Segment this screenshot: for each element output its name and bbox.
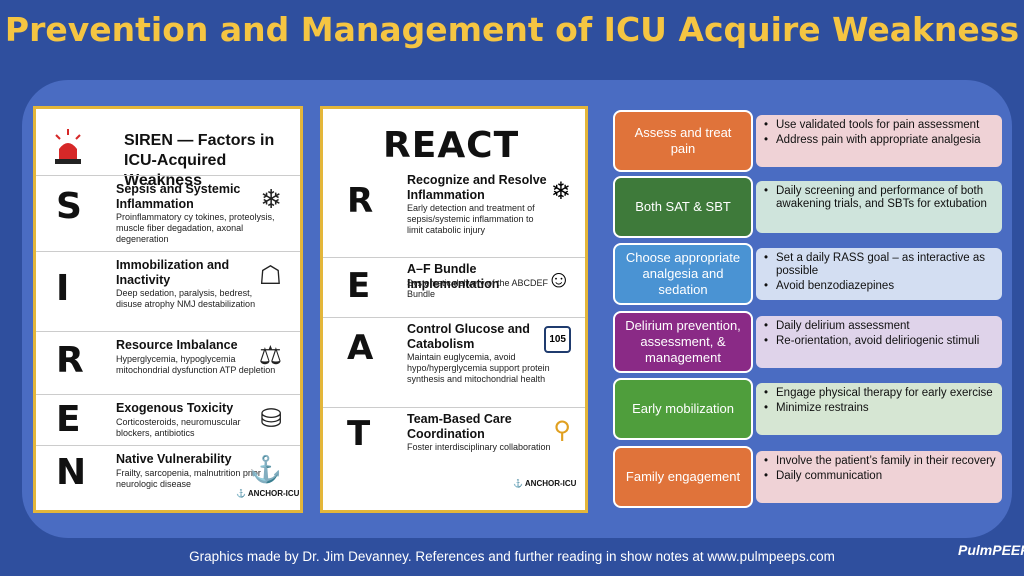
siren-item-title: Immobilization and Inactivity <box>116 258 230 287</box>
siren-letter: N <box>56 452 87 493</box>
siren-item-icon: ⚓ <box>249 454 282 484</box>
alarm-icon <box>55 129 81 164</box>
siren-item-desc: Corticosteroids, neuromuscular blockers,… <box>116 417 241 438</box>
siren-item-desc: Frailty, sarcopenia, malnutrition prior … <box>116 468 261 489</box>
react-letter: T <box>347 414 371 454</box>
management-step: Family engagement <box>613 446 753 508</box>
siren-item-icon: ☖ <box>258 260 282 290</box>
bullet-item: Daily screening and performance of both … <box>762 185 996 211</box>
management-bullets: Daily screening and performance of both … <box>756 181 1002 233</box>
react-item-icon: ❄ <box>550 178 571 205</box>
siren-item-title: Resource Imbalance <box>116 338 238 352</box>
siren-item-desc: Deep sedation, paralysis, bedrest, disus… <box>116 288 256 309</box>
siren-item-title: Native Vulnerability <box>116 452 232 466</box>
siren-item-desc: Proinflammatory cy tokines, proteolysis,… <box>116 212 275 244</box>
management-bullets: Involve the patient’s family in their re… <box>756 451 1002 503</box>
management-bullets: Daily delirium assessmentRe-orientation,… <box>756 316 1002 368</box>
react-item-icon: ☺ <box>546 266 571 293</box>
page-title: Prevention and Management of ICU Acquire… <box>4 10 1020 49</box>
bullet-item: Daily communication <box>762 470 996 483</box>
siren-item-icon: ⛁ <box>260 403 282 433</box>
bullet-item: Daily delirium assessment <box>762 320 996 333</box>
management-bullets: Use validated tools for pain assessmentA… <box>756 115 1002 167</box>
bullet-item: Re-orientation, avoid deliriogenic stimu… <box>762 335 996 348</box>
siren-title: SIREN — Factors in ICU-Acquired Weakness <box>124 132 275 189</box>
react-letter: R <box>347 181 374 221</box>
react-item-desc: Early detection and treatment of sepsis/… <box>407 203 535 235</box>
anchor-logo: ⚓ ANCHOR-ICU <box>513 479 577 488</box>
bullet-item: Involve the patient’s family in their re… <box>762 455 996 468</box>
react-item-title: Recognize and Resolve Inflammation <box>407 173 547 202</box>
bullet-item: Set a daily RASS goal – as interactive a… <box>762 252 996 278</box>
management-step: Early mobilization <box>613 378 753 440</box>
management-step: Choose appropriate analgesia and sedatio… <box>613 243 753 305</box>
siren-card: SIREN — Factors in ICU-Acquired Weakness… <box>33 106 303 513</box>
siren-item-title: Exogenous Toxicity <box>116 401 234 415</box>
react-item-desc: Foster interdisciplinary collaboration <box>407 442 551 452</box>
siren-item-icon: ❄ <box>260 184 282 214</box>
react-item-title: Team-Based Care Coordination <box>407 412 512 441</box>
react-card: REACT R Recognize and Resolve Inflammatio… <box>320 106 588 513</box>
react-item-title: A–F Bundle Implementation <box>407 262 500 291</box>
siren-letter: E <box>56 399 81 440</box>
management-step: Delirium prevention, assessment, & manag… <box>613 311 753 373</box>
bullet-item: Minimize restrains <box>762 402 996 415</box>
react-title: REACT <box>383 125 520 166</box>
siren-item-title: Sepsis and Systemic Inflammation <box>116 182 241 211</box>
siren-letter: R <box>56 340 84 381</box>
siren-item-desc: Hyperglycemia, hypoglycemia mitochondria… <box>116 354 276 375</box>
pulmpeeps-logo: PulmPEEPs <box>958 542 1024 558</box>
react-letter: A <box>347 328 374 368</box>
footer-credit: Graphics made by Dr. Jim Devanney. Refer… <box>189 549 835 564</box>
bullet-item: Address pain with appropriate analgesia <box>762 134 996 147</box>
bullet-item: Engage physical therapy for early exerci… <box>762 387 996 400</box>
react-item-icon: ⚲ <box>553 417 571 444</box>
siren-letter: I <box>56 268 70 309</box>
react-item-icon: 105 <box>544 326 571 353</box>
react-letter: E <box>347 266 371 306</box>
siren-header: SIREN — Factors in ICU-Acquired Weakness <box>46 119 296 189</box>
management-step: Both SAT & SBT <box>613 176 753 238</box>
management-bullets: Engage physical therapy for early exerci… <box>756 383 1002 435</box>
react-item-desc: Maintain euglycemia, avoid hypo/hypergly… <box>407 352 550 384</box>
bullet-item: Use validated tools for pain assessment <box>762 119 996 132</box>
management-bullets: Set a daily RASS goal – as interactive a… <box>756 248 1002 300</box>
siren-item-icon: ⚖ <box>258 340 282 370</box>
react-item-title: Control Glucose and Catabolism <box>407 322 530 351</box>
siren-letter: S <box>56 186 82 227</box>
react-item-desc: Systematic delivery of the ABCDEF Bundle <box>407 278 549 299</box>
bullet-item: Avoid benzodiazepines <box>762 280 996 293</box>
anchor-logo: ⚓ ANCHOR-ICU <box>236 489 300 498</box>
management-step: Assess and treat pain <box>613 110 753 172</box>
